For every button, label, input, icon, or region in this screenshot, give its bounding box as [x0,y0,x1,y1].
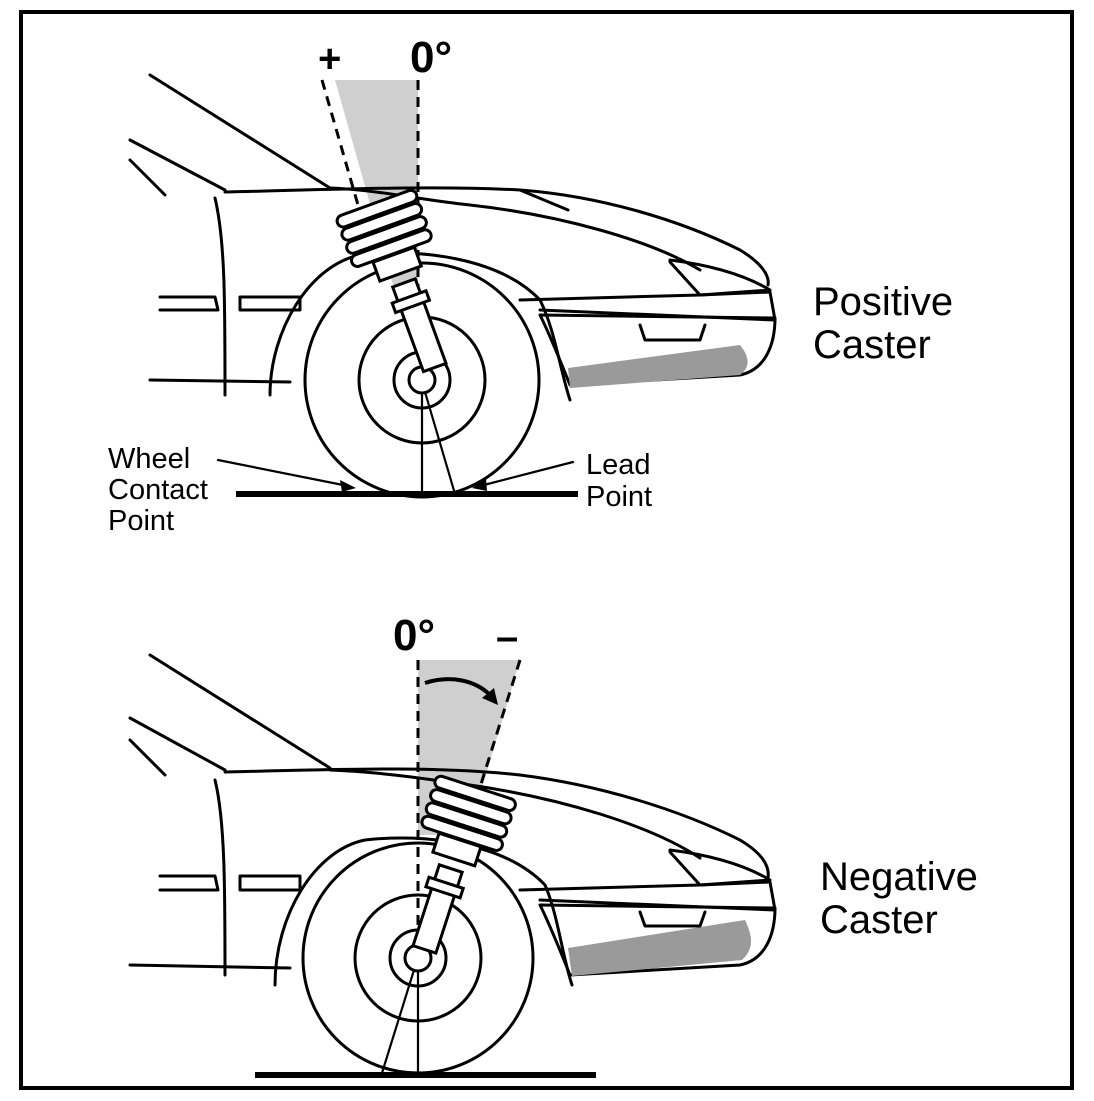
coil-spring-2 [340,201,424,242]
positive-caption-line1: Positive [813,280,953,324]
rotation-arrowhead [482,688,498,705]
coil-spring-3 [345,215,428,255]
headlight-bottom [668,848,772,887]
coil-spring-bottom-3 [424,801,509,839]
a-pillar-line [128,138,227,192]
side-trim-left-bottom [158,874,220,892]
negative-caption-line1: Negative [820,855,978,899]
wheel-contact-label-line1: Wheel [108,443,190,475]
negative-steering-axis-line [474,659,522,801]
negative-caption-line2: Caster [820,898,938,942]
windshield-line [148,73,332,190]
steering-axis-to-ground [423,390,457,496]
side-trim-right [238,295,302,312]
zero-degree-label-top: 0° [410,33,452,82]
door-edge-line [213,196,227,397]
rocker-line [148,378,292,384]
side-trim-left [158,295,220,312]
bumper-shade [568,345,748,388]
positive-sign-label: + [318,37,341,81]
strut-clamp [390,288,432,315]
wheel-contact-leader [216,458,350,488]
strut-assembly [335,188,448,374]
lead-point-label-line2: Point [586,481,652,513]
window-line [128,158,167,197]
windshield-line-bottom [148,653,332,770]
fog-light-outline [638,323,707,342]
coil-spring-bottom-4 [420,814,504,852]
lead-point-leader [478,460,575,488]
headlight [668,258,772,297]
strut-clamp-bottom [423,875,466,900]
negative-caster-panel: 0° – Negative Caster [128,611,978,1078]
window-line-bottom [128,738,167,777]
frame-border [19,10,1074,1090]
coil-spring-1 [335,188,419,229]
rotation-arrow [424,677,492,697]
side-trim-right-bottom [238,874,302,892]
fender-crease-bottom [328,768,702,860]
hood-seam [518,188,570,212]
fog-light-outline-bottom [638,910,707,928]
front-bumper-lower-bottom [538,903,777,977]
coil-spring-4 [349,228,433,268]
rocker-line-bottom [128,963,292,970]
strut-assembly-bottom [411,774,517,955]
wheel-contact-label-line3: Point [108,505,174,537]
a-pillar-line-bottom [128,716,227,772]
coil-spring-bottom-2 [429,788,513,826]
positive-caster-panel: 0° + Positive Caster Wheel Contact Point… [108,33,953,537]
fender-crease [328,186,702,272]
bumper-shade-bottom [568,920,751,976]
wheel-contact-label-line2: Contact [108,474,208,506]
positive-steering-axis-line [320,79,360,206]
negative-sign-label: – [496,615,518,659]
strut-body-bottom [411,862,465,955]
lead-point-arrowhead [472,478,487,491]
wheel-arch [268,251,572,402]
zero-degree-label-bottom: 0° [393,611,435,660]
positive-caption-line2: Caster [813,323,931,367]
steering-axis-to-ground-bottom [380,968,416,1075]
lead-point-label-line1: Lead [586,449,651,481]
coil-spring-bottom-1 [433,774,517,813]
door-edge-line-bottom [213,778,227,977]
wheel-contact-arrowhead [340,480,356,492]
